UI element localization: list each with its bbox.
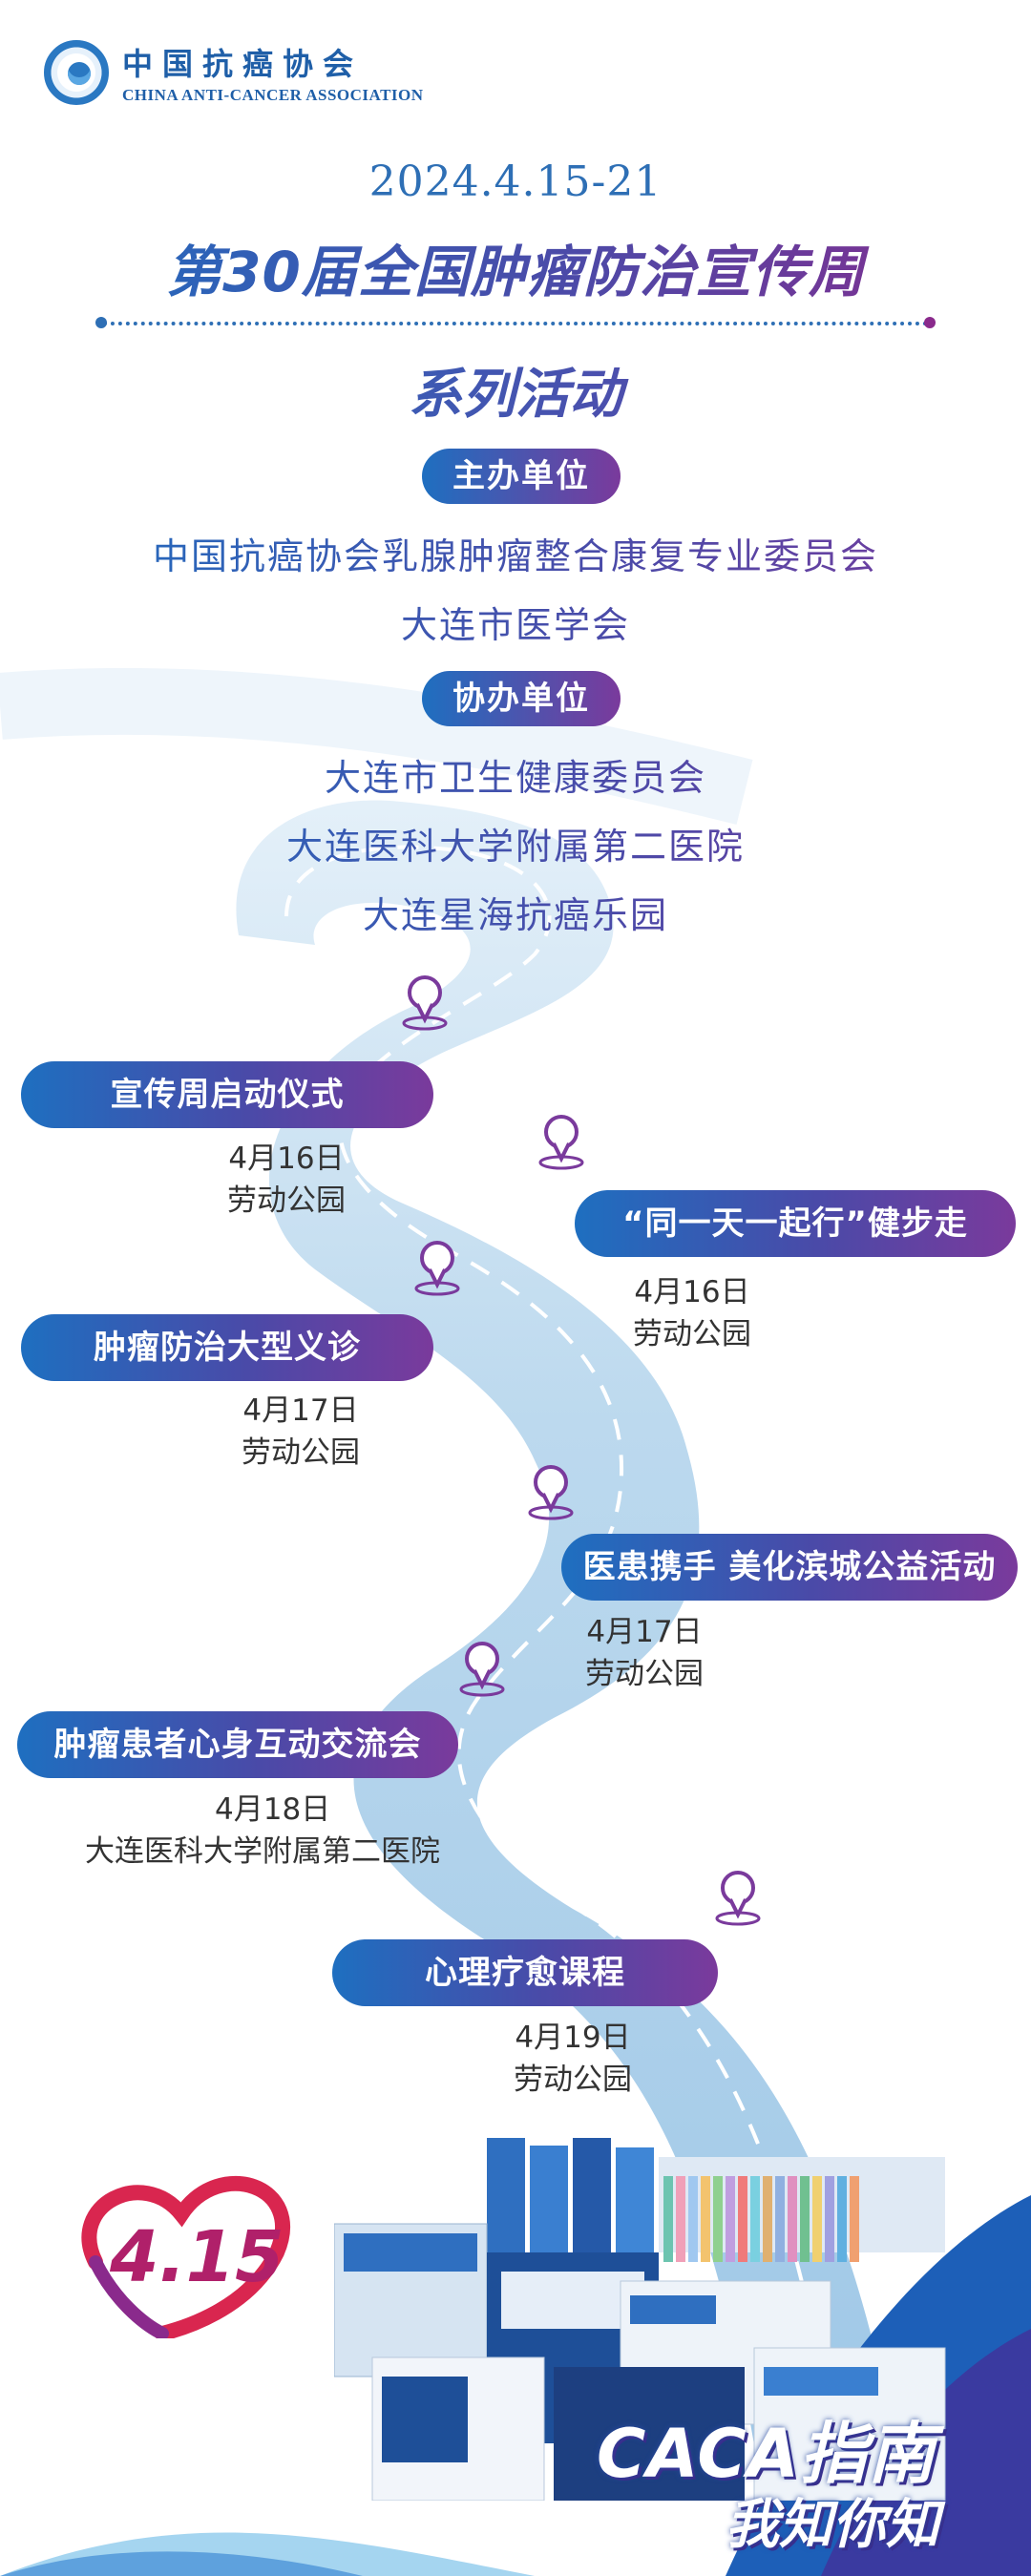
event-place: 劳动公园 [514, 2063, 632, 2097]
event-place: 劳动公园 [585, 1657, 704, 1691]
event-date: 4月16日 [228, 1141, 345, 1176]
location-pin-icon [528, 1465, 574, 1520]
slogan-line-2: 我知你知 [726, 2494, 939, 2556]
organizers-label: 主办单位 [422, 449, 621, 504]
dotted-divider [103, 322, 928, 325]
location-pin-icon [402, 975, 448, 1031]
event-title: 宣传周启动仪式 [21, 1061, 433, 1128]
road-dashes [284, 845, 852, 2576]
event-title: “同一天一起行”健步走 [575, 1190, 1016, 1257]
location-pin-icon [538, 1115, 584, 1170]
badge-text: 4.15 [109, 2216, 284, 2298]
co-organizer-item: 大连市卫生健康委员会 [0, 748, 1031, 801]
co-organizer-item: 大连星海抗癌乐园 [0, 886, 1031, 938]
road-illustration [0, 668, 916, 2576]
road-streak [0, 668, 753, 825]
event-date: 4月16日 [634, 1275, 750, 1309]
four-fifteen-badge-logo: 4.15 [81, 2175, 290, 2338]
guidebooks-illustration [334, 2138, 946, 2501]
location-pin-icon [414, 1241, 460, 1296]
slogan-line-1: CACA指南 [597, 2415, 936, 2493]
page-subtitle: 系列活动 [0, 351, 1031, 429]
event-date: 4月17日 [242, 1393, 359, 1428]
event-date: 4月18日 [215, 1792, 331, 1827]
event-place: 劳动公园 [633, 1317, 751, 1351]
event-place: 大连医科大学附属第二医院 [85, 1834, 440, 1869]
organizer-item: 大连市医学会 [0, 596, 1031, 648]
event-title: 心理疗愈课程 [332, 1939, 718, 2006]
event-date: 4月19日 [515, 2021, 631, 2055]
event-date: 4月17日 [586, 1615, 703, 1649]
event-details: 4月16日 劳动公园 [549, 1271, 835, 1355]
event-details: 4月18日 大连医科大学附属第二医院 [43, 1789, 482, 1873]
event-details: 4月16日 劳动公园 [143, 1138, 430, 1222]
event-title: 肿瘤防治大型义诊 [21, 1314, 433, 1381]
co-organizer-item: 大连医科大学附属第二医院 [0, 817, 1031, 869]
association-logo: 中国抗癌协会 CHINA ANTI-CANCER ASSOCIATION [44, 40, 424, 105]
divider-dot [924, 317, 936, 328]
event-place: 劳动公园 [242, 1435, 360, 1470]
event-title: 肿瘤患者心身互动交流会 [17, 1711, 458, 1778]
divider-dot [95, 317, 107, 328]
event-date-range: 2024.4.15-21 [368, 157, 663, 206]
page-title: 第30届全国肿瘤防治宣传周 [0, 227, 1031, 307]
location-pin-icon [459, 1642, 505, 1697]
event-details: 4月19日 劳动公园 [430, 2017, 716, 2101]
event-title: 医患携手 美化滨城公益活动 [561, 1534, 1018, 1601]
co-organizers-label: 协办单位 [422, 671, 621, 726]
event-details: 4月17日 劳动公园 [158, 1390, 444, 1474]
logo-english-name: CHINA ANTI-CANCER ASSOCIATION [122, 86, 424, 104]
logo-chinese-name: 中国抗癌协会 [122, 46, 364, 82]
event-place: 劳动公园 [227, 1183, 346, 1218]
association-seal-icon [44, 40, 109, 105]
location-pin-icon [715, 1871, 761, 1926]
organizer-item: 中国抗癌协会乳腺肿瘤整合康复专业委员会 [0, 527, 1031, 579]
road-shape [236, 800, 916, 2576]
event-details: 4月17日 劳动公园 [501, 1611, 788, 1695]
